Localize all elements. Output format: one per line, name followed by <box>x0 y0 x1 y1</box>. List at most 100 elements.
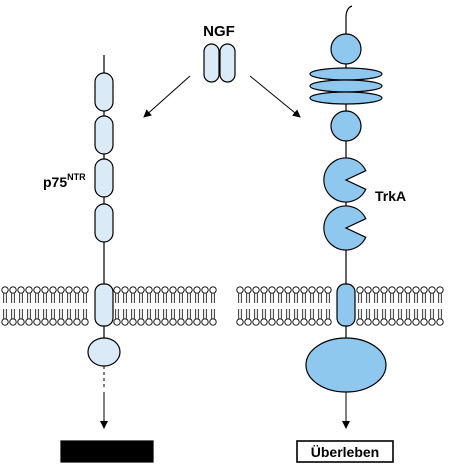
outcome-survival-box: Überleben <box>296 440 394 463</box>
lipid-tail <box>83 309 87 319</box>
p75-domain-3 <box>94 158 114 198</box>
lipid-tail <box>398 293 402 303</box>
lipid-tail <box>302 309 306 319</box>
trka-label: TrkA <box>375 188 406 204</box>
lipid-head <box>9 318 17 326</box>
p75-label-superscript: NTR <box>67 172 86 182</box>
lipid-head <box>324 318 332 326</box>
lipid-tail <box>139 293 143 303</box>
lipid-head <box>33 318 41 326</box>
trka-cysteine-cluster-2 <box>330 110 362 142</box>
arrow-ngf-to-trka <box>249 75 301 118</box>
lipid-tail <box>406 309 410 319</box>
lipid-head <box>252 286 260 294</box>
lipid-head <box>292 318 300 326</box>
ngf-ligand: NGF <box>203 23 236 83</box>
p75-domain-2 <box>94 115 114 155</box>
lipid-tail <box>19 309 23 319</box>
lipid-head <box>388 318 396 326</box>
lipid-head <box>81 286 89 294</box>
lipid-tail <box>3 309 7 319</box>
lipid-tail <box>358 293 362 303</box>
lipid-tail <box>438 293 442 303</box>
lipid-tail <box>43 293 47 303</box>
lipid-tail <box>430 309 434 319</box>
ngf-label: NGF <box>203 23 235 40</box>
lipid-head <box>420 318 428 326</box>
lipid-tail <box>318 293 322 303</box>
lipid-head <box>209 318 217 326</box>
lipid-tail <box>366 309 370 319</box>
p75-domain-1 <box>94 72 114 112</box>
lipid-tail <box>139 309 143 319</box>
trka-lrr-disk-2 <box>309 79 383 93</box>
lipid-tail <box>123 309 127 319</box>
lipid-head <box>380 286 388 294</box>
lipid-head <box>276 318 284 326</box>
lipid-tail <box>366 293 370 303</box>
lipid-head <box>300 286 308 294</box>
trka-lrr-disk-1 <box>309 67 383 81</box>
lipid-head <box>49 286 57 294</box>
lipid-tail <box>115 309 119 319</box>
lipid-head <box>404 318 412 326</box>
lipid-head <box>268 286 276 294</box>
trka-cysteine-cluster-1 <box>330 33 362 65</box>
lipid-tail <box>414 309 418 319</box>
lipid-head <box>17 318 25 326</box>
lipid-head <box>260 286 268 294</box>
lipid-head <box>308 286 316 294</box>
lipid-head <box>129 286 137 294</box>
p75-label: p75NTR <box>43 172 86 190</box>
lipid-tail <box>59 293 63 303</box>
lipid-tail <box>310 309 314 319</box>
lipid-head <box>388 286 396 294</box>
lipid-tail <box>75 293 79 303</box>
lipid-tail <box>278 293 282 303</box>
lipid-tail <box>390 309 394 319</box>
lipid-tail <box>382 293 386 303</box>
lipid-tail <box>203 293 207 303</box>
lipid-tail <box>246 309 250 319</box>
lipid-head <box>244 318 252 326</box>
lipid-head <box>436 318 444 326</box>
ngf-subunit-left <box>203 43 220 83</box>
lipid-head <box>316 286 324 294</box>
lipid-head <box>412 286 420 294</box>
lipid-head <box>73 286 81 294</box>
lipid-tail <box>115 293 119 303</box>
lipid-tail <box>195 293 199 303</box>
lipid-head <box>316 318 324 326</box>
lipid-tail <box>27 309 31 319</box>
lipid-tail <box>83 293 87 303</box>
lipid-tail <box>131 309 135 319</box>
lipid-head <box>129 318 137 326</box>
p75-transmembrane-domain <box>94 283 114 327</box>
lipid-head <box>436 286 444 294</box>
lipid-tail <box>310 293 314 303</box>
lipid-head <box>177 286 185 294</box>
lipid-tail <box>187 309 191 319</box>
lipid-head <box>185 318 193 326</box>
lipid-tail <box>67 293 71 303</box>
lipid-head <box>201 318 209 326</box>
lipid-head <box>1 318 9 326</box>
lipid-head <box>396 318 404 326</box>
lipid-tail <box>203 309 207 319</box>
lipid-head <box>145 286 153 294</box>
lipid-head <box>177 318 185 326</box>
lipid-tail <box>123 293 127 303</box>
lipid-head <box>284 286 292 294</box>
lipid-head <box>356 318 364 326</box>
lipid-tail <box>211 293 215 303</box>
lipid-head <box>137 286 145 294</box>
lipid-tail <box>3 293 7 303</box>
lipid-head <box>356 286 364 294</box>
lipid-tail <box>238 309 242 319</box>
lipid-head <box>49 318 57 326</box>
lipid-head <box>25 286 33 294</box>
outcome-survival-label: Überleben <box>311 444 379 460</box>
lipid-head <box>292 286 300 294</box>
lipid-head <box>185 286 193 294</box>
lipid-tail <box>294 309 298 319</box>
